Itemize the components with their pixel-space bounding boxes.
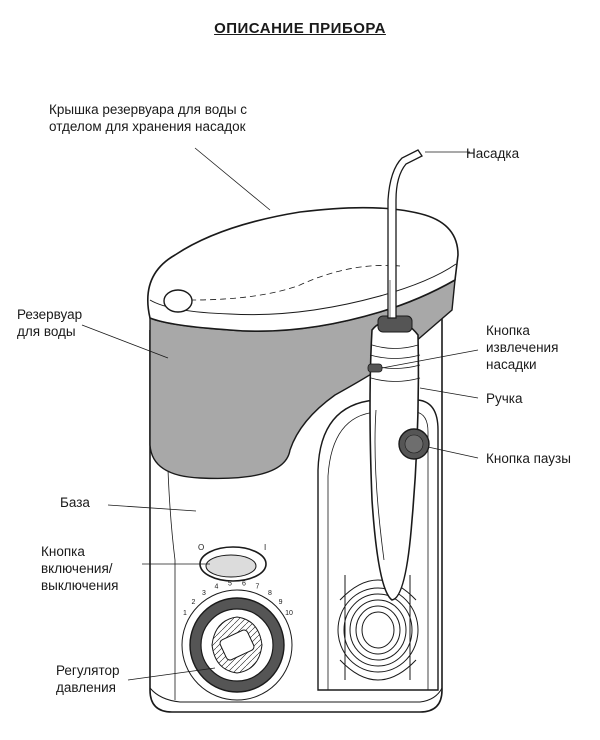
label-power: Кнопка включения/ выключения	[41, 544, 119, 593]
switch-mark-on: I	[264, 543, 266, 552]
leader-handle	[419, 387, 479, 399]
dial-number: 3	[202, 590, 206, 597]
leader-pause	[427, 446, 479, 459]
dial-number: 7	[256, 584, 260, 591]
leader-lid	[194, 147, 271, 211]
label-handle: Ручка	[486, 391, 523, 406]
label-base: База	[60, 495, 90, 510]
dial-number: 4	[215, 584, 219, 591]
dial-number: 2	[191, 599, 195, 606]
leader-base	[107, 504, 197, 512]
dial-number: 8	[268, 590, 272, 597]
label-tip-eject: Кнопка извлечения насадки	[486, 323, 559, 372]
dial-number: 9	[279, 599, 283, 606]
page-title: ОПИСАНИЕ ПРИБОРА	[214, 20, 386, 37]
tip-eject-button	[367, 363, 383, 373]
label-pressure: Регулятор давления	[56, 663, 120, 695]
label-lid: Крышка резервуара для воды с отделом для…	[49, 102, 248, 134]
leader-pressure	[127, 667, 216, 681]
dial-number: 5	[228, 580, 232, 587]
reservoir-lid	[146, 206, 459, 332]
dial-number: 1	[183, 610, 187, 617]
dial-number: 6	[242, 580, 246, 587]
hose-coil	[337, 575, 419, 681]
switch-mark-off: O	[198, 543, 204, 552]
label-pause: Кнопка паузы	[486, 451, 571, 466]
pressure-dial	[181, 589, 293, 701]
lid-knob	[163, 289, 193, 313]
label-tip: Насадка	[466, 146, 520, 161]
leader-tip-eject	[381, 349, 479, 369]
label-reservoir: Резервуар для воды	[17, 307, 83, 339]
base-bottom-edge	[149, 687, 443, 703]
tip-nozzle	[387, 149, 423, 319]
dial-number: 10	[285, 610, 293, 617]
leader-reservoir	[81, 324, 169, 359]
